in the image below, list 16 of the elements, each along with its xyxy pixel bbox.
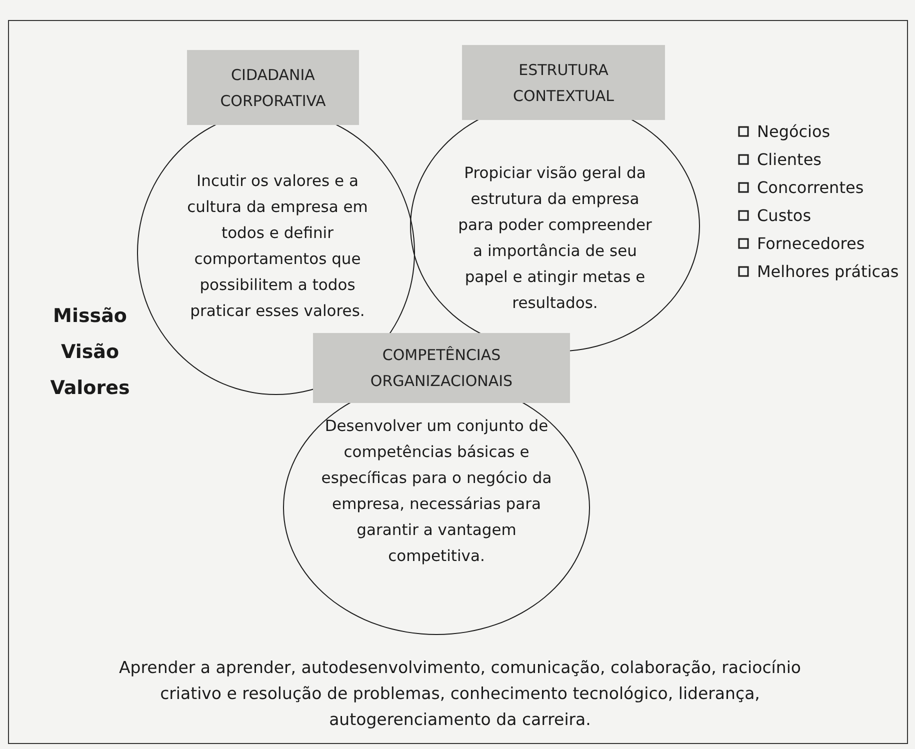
side-label: Valores <box>49 377 131 399</box>
circle-heading: CIDADANIA CORPORATIVA <box>187 50 359 125</box>
checklist-item: Negócios <box>757 122 830 141</box>
circle-description: Desenvolver um conjunto de competências básicas e específicas para o negócio da empresa, necessárias para garantir a vantagem competitiva. <box>320 416 553 567</box>
circle-description: Incutir os valores e a cultura da empresa em todos e definir comportamentos que possibilitem a todos praticar esses valores. <box>186 171 369 322</box>
checklist-item: Melhores práticas <box>757 262 899 281</box>
side-label: Missão <box>52 305 128 327</box>
checklist-item: Custos <box>757 206 812 225</box>
checklist-item: Fornecedores <box>757 234 865 253</box>
skills-paragraph: Aprender a aprender, autodesenvolvimento, comunicação, colaboração, raciocínio criativo e resolução de problemas, conhecimento tecnológico, liderança, autogerenciamento da carreira. <box>118 657 802 731</box>
circle-heading: ESTRUTURA CONTEXTUAL <box>462 45 665 120</box>
checklist-item: Clientes <box>757 150 822 169</box>
circle-description: Propiciar visão geral da estrutura da empresa para poder compreender a importância de seu papel e atingir metas e resultados. <box>457 163 653 314</box>
side-label: Visão <box>60 341 120 363</box>
checklist-item: Concorrentes <box>757 178 864 197</box>
circle-heading: COMPETÊNCIAS ORGANIZACIONAIS <box>313 333 570 403</box>
